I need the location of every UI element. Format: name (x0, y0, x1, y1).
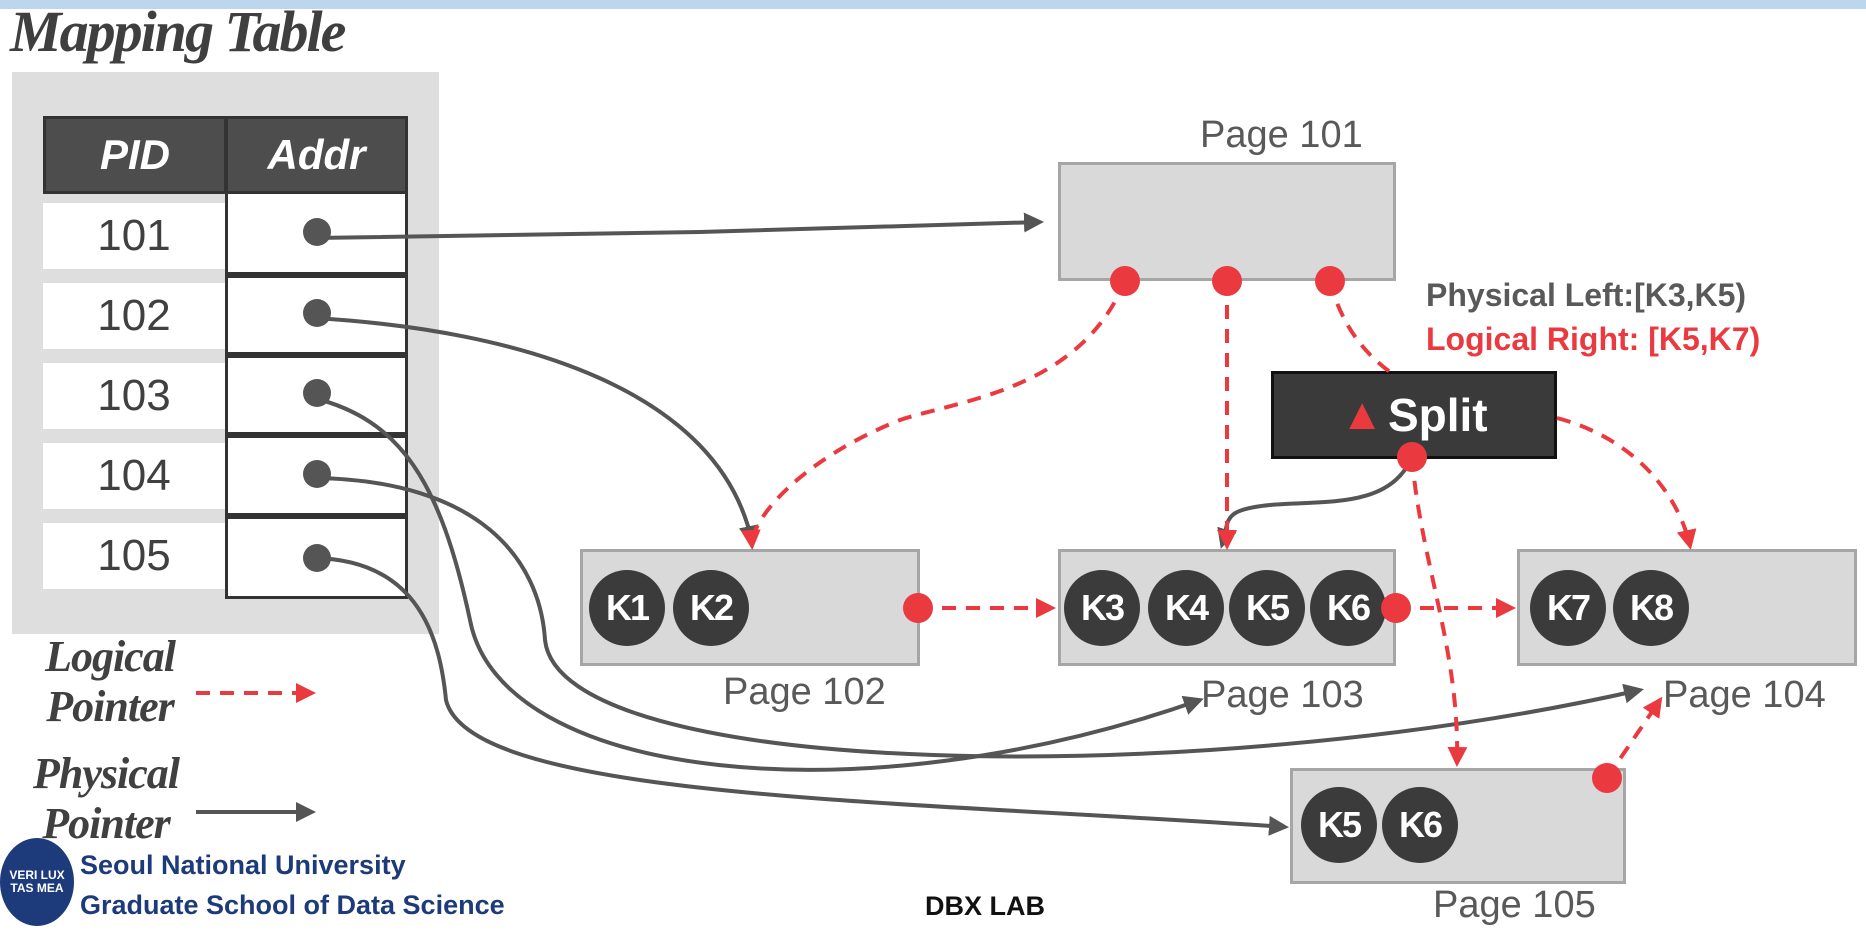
logical-dot-101-c (1315, 266, 1345, 296)
pid-cell-105: 105 (43, 523, 225, 589)
logical-pointer-split-105 (1410, 456, 1468, 767)
triangle-up-icon: ▲ (1340, 390, 1384, 439)
pid-cell-102: 102 (43, 283, 225, 349)
slide-title: Mapping Table (10, 0, 346, 64)
legend-physical-line1: Physical (33, 749, 180, 798)
logical-pointer-101-102 (740, 280, 1127, 550)
lab-name: DBX LAB (925, 891, 1045, 921)
pid-header: PID (43, 116, 227, 194)
page-103-label: Page 103 (1201, 674, 1364, 716)
legend-physical-line2: Pointer (42, 799, 170, 848)
logical-dot-split (1397, 442, 1427, 472)
logical-pointer-split-104 (1556, 416, 1697, 550)
logical-dot-101-b (1212, 266, 1242, 296)
university-name: Seoul National University (80, 850, 406, 880)
logical-range-text: Logical Right: [K5,K7) (1426, 321, 1761, 357)
pid-cell-101: 101 (43, 203, 225, 269)
physical-pointer-102 (313, 316, 759, 546)
legend-logical-label: Logical Pointer (30, 632, 190, 732)
pointer-dot (303, 299, 331, 327)
physical-pointer-104 (313, 476, 1644, 759)
school-name: Graduate School of Data Science (80, 890, 505, 920)
addr-cell-104 (225, 435, 408, 516)
physical-pointer-101 (313, 212, 1044, 240)
addr-cell-105 (225, 516, 408, 599)
pid-cell-104: 104 (43, 443, 225, 509)
legend-physical-label: Physical Pointer (16, 749, 196, 849)
legend-logical-line1: Logical (45, 632, 176, 681)
page-102-label: Page 102 (723, 671, 886, 713)
key-k3: K3 (1064, 570, 1140, 646)
addr-cell-102 (225, 275, 408, 355)
logical-pointer-105-104 (1605, 696, 1663, 780)
key-k1: K1 (589, 570, 665, 646)
physical-pointer-103 (313, 396, 1204, 772)
physical-range-text: Physical Left:[K3,K5) (1426, 277, 1747, 313)
university-seal-logo: VERI LUX TAS MEA (0, 838, 74, 926)
key-k2: K2 (673, 570, 749, 646)
logical-dot-101-a (1110, 266, 1140, 296)
key-k8: K8 (1613, 570, 1689, 646)
page-101-label: Page 101 (1200, 114, 1363, 156)
addr-cell-101 (225, 194, 408, 275)
physical-pointer-105 (313, 556, 1289, 836)
logical-dot-105 (1592, 763, 1622, 793)
key-k5-new: K5 (1301, 787, 1377, 863)
logical-dot-102 (903, 593, 933, 623)
page-101-box (1058, 162, 1396, 281)
logical-dot-103 (1381, 593, 1411, 623)
page-104-label: Page 104 (1663, 674, 1826, 716)
key-k4: K4 (1148, 570, 1224, 646)
logical-pointer-101-split (1328, 280, 1392, 374)
split-label: Split (1387, 389, 1488, 441)
addr-cell-103 (225, 355, 408, 435)
key-k5: K5 (1229, 570, 1305, 646)
legend-logical-line2: Pointer (46, 682, 174, 731)
pid-cell-103: 103 (43, 363, 225, 429)
split-physical-pointer (1217, 456, 1414, 549)
key-k6-new: K6 (1382, 787, 1458, 863)
pointer-dot (303, 218, 331, 246)
top-accent-bar (0, 0, 1866, 9)
addr-header: Addr (225, 116, 408, 194)
pointer-dot (303, 460, 331, 488)
key-k6: K6 (1310, 570, 1386, 646)
page-105-label: Page 105 (1433, 884, 1596, 926)
key-k7: K7 (1530, 570, 1606, 646)
